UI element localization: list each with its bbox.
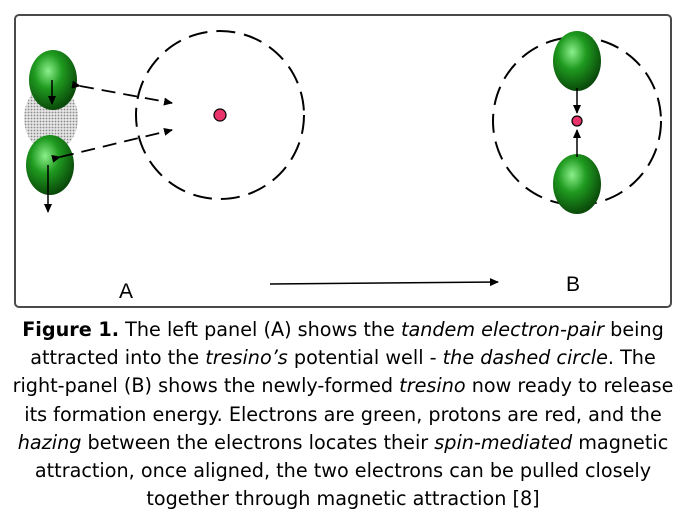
potential-well-a bbox=[135, 30, 305, 200]
caption-text: magnetic attraction, once aligned, the t… bbox=[34, 430, 669, 511]
caption-emphasis: tresino’s bbox=[205, 346, 288, 370]
proton-a bbox=[213, 108, 227, 122]
panel-label-a: A bbox=[119, 280, 134, 303]
proton-b bbox=[571, 115, 583, 127]
caption-emphasis: the dashed circle bbox=[442, 346, 608, 370]
electron-a-top bbox=[29, 50, 77, 110]
caption-text: potential well - bbox=[287, 346, 443, 370]
electron-b-bottom bbox=[553, 154, 601, 214]
caption-text: now ready to release its formation energ… bbox=[24, 374, 674, 426]
attraction-arrow-upper bbox=[71, 80, 173, 106]
caption-text: between the electrons locates their bbox=[81, 430, 435, 454]
panel-label-b: B bbox=[566, 273, 581, 296]
caption-text: being attracted into the bbox=[30, 318, 664, 370]
figure-number: Figure 1. bbox=[22, 318, 120, 341]
caption-emphasis: hazing bbox=[17, 430, 82, 454]
transition-arrow bbox=[269, 278, 499, 287]
electron-b-top bbox=[553, 31, 601, 91]
caption-text: The left panel (A) shows the bbox=[119, 318, 401, 341]
caption-emphasis: spin-mediated bbox=[434, 430, 573, 454]
caption-emphasis: tresino bbox=[399, 374, 466, 398]
tresino-diagram bbox=[24, 30, 662, 287]
caption-emphasis: tandem electron-pair bbox=[400, 318, 605, 341]
attraction-arrow-lower bbox=[51, 127, 173, 163]
caption-text: . The right-panel (B) shows the newly-fo… bbox=[12, 346, 656, 398]
figure-caption: Figure 1. The left panel (A) shows the t… bbox=[10, 316, 676, 513]
electron-a-bottom bbox=[26, 135, 74, 195]
